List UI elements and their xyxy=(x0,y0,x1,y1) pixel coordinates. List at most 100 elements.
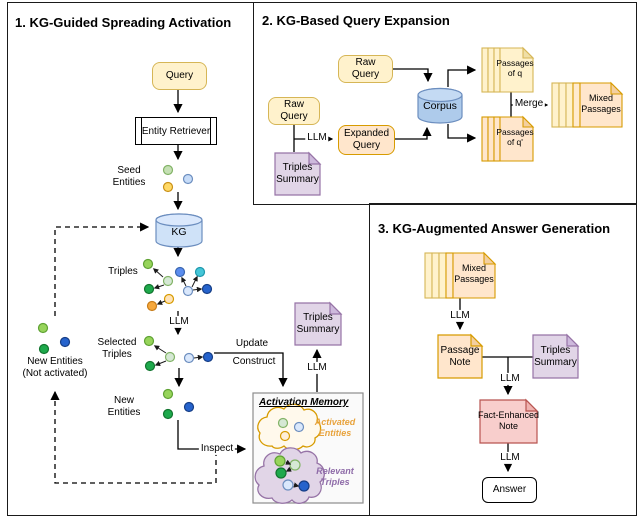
arrow-expanded-to-corpus xyxy=(395,126,432,140)
passage-note-label: Passage Note xyxy=(440,345,480,369)
kg-cylinder xyxy=(155,213,203,248)
arrow-update-construct xyxy=(214,352,288,388)
mixed-passages-stack-p2 xyxy=(551,81,624,128)
entity-retriever-box: Entity Retriever xyxy=(135,117,217,145)
node-pale-blue xyxy=(293,421,305,433)
mixed-passages-stack-p3 xyxy=(424,251,497,299)
new-entities-not-activated-label: New Entities (Not activated) xyxy=(22,356,88,380)
node-deep-blue xyxy=(202,351,214,363)
note-shapes xyxy=(274,151,580,444)
llm-label-note: LLM xyxy=(448,309,472,323)
passages-q-prime-stack xyxy=(481,115,535,162)
activation-memory-title: Activation Memory xyxy=(259,397,349,408)
inspect-label: Inspect xyxy=(198,442,236,456)
raw-query-top-label: Raw Query xyxy=(351,56,380,81)
new-entities-label: New Entities xyxy=(107,395,141,419)
panel-1-title: 1. KG-Guided Spreading Activation xyxy=(15,15,232,30)
triples-summary-label-2: Triples Summary xyxy=(276,162,319,186)
answer-box: Answer xyxy=(482,477,537,503)
raw-query-left-box: Raw Query xyxy=(268,97,320,125)
note-fold xyxy=(566,333,580,347)
raw-query-top-box: Raw Query xyxy=(338,55,393,83)
corpus-cylinder xyxy=(417,87,463,124)
passages-q-prime-label: Passages of q' xyxy=(496,127,534,148)
node-light-green xyxy=(143,335,155,347)
fact-enhanced-note xyxy=(479,399,538,444)
node-cyan xyxy=(194,266,206,278)
process-bar xyxy=(141,118,142,144)
expanded-query-label: Expanded Query xyxy=(343,127,390,152)
note-fold xyxy=(329,301,343,315)
node-light-green xyxy=(142,258,154,270)
panel-3-title: 3. KG-Augmented Answer Generation xyxy=(378,221,611,236)
query-label: Query xyxy=(165,69,194,81)
construct-label: Construct xyxy=(232,355,276,367)
passages-q-stack xyxy=(481,46,535,93)
process-bar xyxy=(210,118,211,144)
raw-query-left-label: Raw Query xyxy=(280,98,308,123)
relevant-triples-label: Relevant Triples xyxy=(316,466,354,487)
panel-2-title: 2. KG-Based Query Expansion xyxy=(262,13,450,28)
node-pale-orange xyxy=(163,293,175,305)
llm-label-answer: LLM xyxy=(498,451,522,465)
fact-enhanced-note-label: Fact-Enhanced Note xyxy=(477,410,540,431)
triples-summary-label-1: Triples Summary xyxy=(296,312,340,336)
merge-label: Merge xyxy=(512,97,546,111)
note-fold xyxy=(470,333,484,347)
node-pale-orange xyxy=(279,430,291,442)
entity-nodes xyxy=(37,164,310,492)
node-pale-blue xyxy=(183,352,195,364)
node-pale-green xyxy=(289,459,301,471)
node-orange xyxy=(146,300,158,312)
activated-entities-label: Activated Entities xyxy=(314,417,356,438)
llm-label-expansion: LLM xyxy=(305,131,329,145)
llm-label-select: LLM xyxy=(167,315,191,329)
node-deep-blue xyxy=(183,401,195,413)
node-deep-blue xyxy=(59,336,71,348)
node-dark-green xyxy=(162,408,174,420)
passages-q-label: Passages of q xyxy=(496,58,534,79)
cluster-mini-arrows xyxy=(152,268,300,488)
mixed-passages-label-p3: Mixed Passages xyxy=(454,263,494,284)
node-dark-green xyxy=(144,360,156,372)
selected-triples-label: Selected Triples xyxy=(97,337,137,361)
node-pale-green xyxy=(277,417,289,429)
corpus-label: Corpus xyxy=(423,100,457,112)
seed-entity-blue xyxy=(182,173,194,185)
note-fold xyxy=(525,398,539,412)
node-blue xyxy=(174,266,186,278)
llm-label-summarize: LLM xyxy=(305,361,329,375)
node-deep-blue xyxy=(201,283,213,295)
triples-summary-label-3: Triples Summary xyxy=(534,345,577,369)
dashed-loop-to-new-entities xyxy=(50,390,217,484)
triples-label: Triples xyxy=(108,266,138,277)
node-dark-green xyxy=(275,467,287,479)
note-fold xyxy=(308,151,322,165)
kg-label: KG xyxy=(171,226,187,238)
node-dark-green xyxy=(143,283,155,295)
llm-label-fact: LLM xyxy=(498,372,522,386)
arrow-rawquery-to-corpus xyxy=(393,68,433,83)
node-pale-green xyxy=(164,351,176,363)
query-box: Query xyxy=(152,62,207,90)
arrow-corpus-to-passages-q xyxy=(447,65,477,87)
node-light-green xyxy=(162,388,174,400)
update-label: Update xyxy=(235,337,269,349)
panel-2-frame xyxy=(253,2,637,205)
node-pale-blue xyxy=(282,479,294,491)
seed-entity-green xyxy=(162,164,174,176)
expanded-query-box: Expanded Query xyxy=(338,125,395,155)
panel-3-frame xyxy=(369,203,637,516)
node-pale-green xyxy=(162,275,174,287)
seed-entity-orange xyxy=(162,181,174,193)
dashed-loop-to-kg xyxy=(54,222,150,316)
node-dark-green xyxy=(38,343,50,355)
node-light-green xyxy=(37,322,49,334)
mixed-passages-label-p2: Mixed Passages xyxy=(581,93,621,114)
seed-entities-label: Seed Entities xyxy=(112,165,146,189)
answer-label: Answer xyxy=(492,483,527,495)
arrow-corpus-to-passages-q2 xyxy=(447,124,477,143)
node-pale-blue xyxy=(182,285,194,297)
